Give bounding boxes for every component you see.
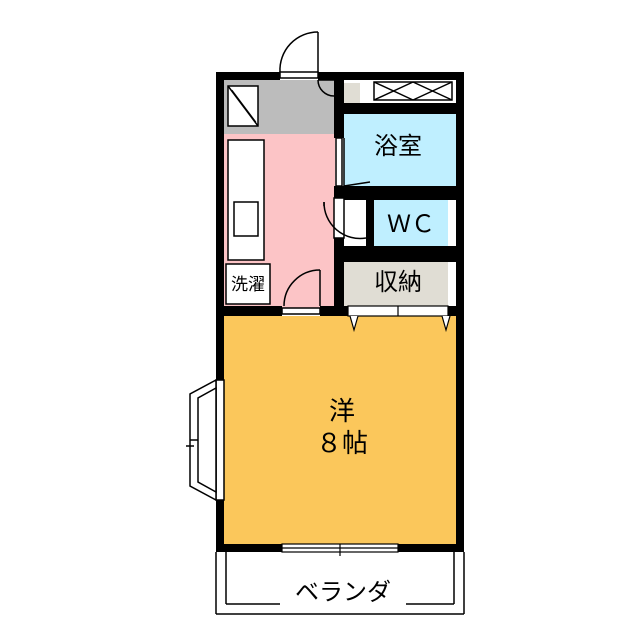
bathroom-door	[335, 137, 371, 187]
balcony-label: ベランダ	[295, 578, 391, 606]
inner-walls	[216, 80, 464, 316]
storage-floor	[344, 262, 448, 306]
laundry-space: 洗濯	[225, 263, 271, 305]
entrance-door	[279, 31, 335, 97]
toilet-floor	[374, 200, 448, 246]
kitchen-counter	[227, 139, 265, 261]
top-window	[373, 81, 453, 101]
storage-doors	[347, 305, 451, 333]
laundry-label: 洗濯	[231, 275, 265, 295]
western-room-size: ８帖	[316, 429, 368, 459]
bay-window	[186, 378, 225, 502]
balcony	[215, 552, 465, 615]
western-room-floor	[224, 316, 456, 544]
shoe-cabinet	[227, 85, 259, 127]
bathroom-label: 浴室	[374, 132, 422, 160]
storage-label: 収納	[374, 268, 422, 296]
bath-window	[448, 114, 456, 186]
bathroom-floor	[344, 114, 448, 186]
toilet-label: ＷＣ	[387, 210, 435, 238]
toilet-door	[323, 197, 367, 240]
western-room-label: 洋	[329, 397, 355, 427]
entry-shoebox	[343, 83, 360, 103]
room-door	[281, 269, 321, 315]
balcony-window	[281, 543, 399, 556]
